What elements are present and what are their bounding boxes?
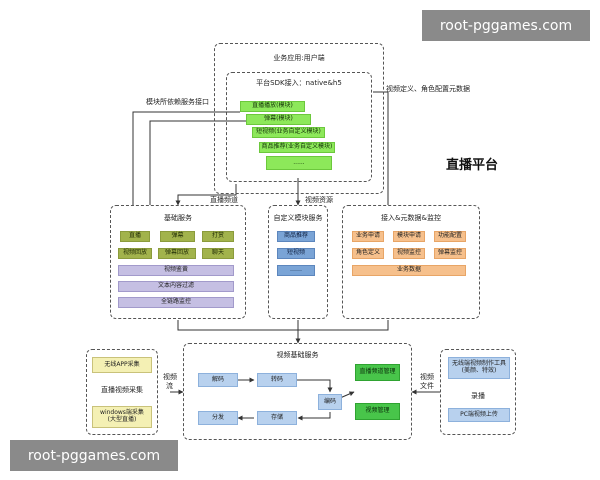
basic-danmaku: 弹幕 xyxy=(160,231,195,242)
vf-video-mgmt: 视频管理 xyxy=(355,403,400,420)
label-live-channel: 直播频道 xyxy=(210,196,238,204)
module-danmaku: 弹幕(模块) xyxy=(246,114,311,125)
module-more: ...... xyxy=(266,156,332,170)
access-module-apply: 模块申请 xyxy=(393,231,425,242)
basic-services-title: 基础服务 xyxy=(164,214,192,222)
platform-title: 直播平台 xyxy=(446,158,499,173)
basic-chat: 聊天 xyxy=(202,248,234,259)
custom-services-panel xyxy=(268,205,328,319)
access-video-monitor: 视频监控 xyxy=(393,248,425,259)
label-video-stream-2: 流 xyxy=(166,382,173,390)
watermark-top: root-pggames.com xyxy=(422,10,590,41)
basic-services-panel xyxy=(110,205,246,319)
access-role-define: 角色定义 xyxy=(352,248,384,259)
recording-panel xyxy=(440,349,516,435)
module-live-play: 直播播放(模块) xyxy=(240,101,305,112)
basic-full-monitor: 全链路监控 xyxy=(118,297,234,308)
collect-live-title: 直播视频采集 xyxy=(101,386,143,394)
label-module-interface: 模块所依赖服务接口 xyxy=(146,98,209,106)
label-video-stream-1: 视频 xyxy=(163,373,177,381)
basic-tip: 打赏 xyxy=(202,231,234,242)
record-tool-line2: (美颜、特效) xyxy=(461,367,497,374)
user-side-panel xyxy=(214,43,384,194)
video-foundation-panel xyxy=(183,343,412,440)
access-biz-data: 业务数据 xyxy=(352,265,466,276)
user-side-title: 业务应用:用户端 xyxy=(273,54,325,62)
sdk-title: 平台SDK接入：native&h5 xyxy=(256,79,342,87)
watermark-bottom: root-pggames.com xyxy=(10,440,178,471)
record-title: 录播 xyxy=(471,392,485,400)
access-feature-config: 功能配置 xyxy=(434,231,466,242)
custom-more: …… xyxy=(277,265,315,276)
basic-live: 直播 xyxy=(120,231,150,242)
vf-live-channel-mgmt: 直播频道管理 xyxy=(355,364,400,381)
collect-windows-line2: (大型直播) xyxy=(107,416,137,423)
label-video-resource: 视频资源 xyxy=(305,196,333,204)
video-foundation-title: 视频基础服务 xyxy=(276,351,319,359)
module-product-recommend: 商品推荐(业务自定义模块) xyxy=(259,142,335,153)
basic-video-porn-check: 视频鉴黄 xyxy=(118,265,234,276)
basic-text-filter: 文本内容过滤 xyxy=(118,281,234,292)
label-video-file-2: 文件 xyxy=(420,382,434,390)
sdk-panel xyxy=(226,72,372,182)
record-tool-line1: 无线端视频制作工具 xyxy=(451,360,506,368)
label-video-define: 视频定义、角色配置元数据 xyxy=(386,85,470,93)
access-panel xyxy=(342,205,480,319)
custom-short-video: 短视频 xyxy=(277,248,315,259)
vf-storage: 存储 xyxy=(257,411,297,425)
vf-decode: 解码 xyxy=(198,373,238,387)
basic-danmaku-replay: 弹幕回放 xyxy=(158,248,196,259)
vf-transcode: 转码 xyxy=(257,373,297,387)
access-biz-apply: 业务申请 xyxy=(352,231,384,242)
module-short-video: 短视频(业务自定义模块) xyxy=(252,127,325,138)
label-video-file-1: 视频 xyxy=(420,373,434,381)
access-title: 接入&元数据&监控 xyxy=(381,214,441,222)
custom-product-recommend: 商品推荐 xyxy=(277,231,315,242)
vf-encode: 编码 xyxy=(318,394,342,410)
collect-windows: windows端采集 (大型直播) xyxy=(92,406,152,428)
collection-panel xyxy=(86,349,158,435)
vf-distribute: 分发 xyxy=(198,411,238,425)
record-tool: 无线端视频制作工具 (美颜、特效) xyxy=(448,357,510,379)
basic-video-replay: 视频回放 xyxy=(118,248,152,259)
access-danmaku-monitor: 弹幕监控 xyxy=(434,248,466,259)
custom-services-title: 自定义模块服务 xyxy=(273,214,323,222)
record-pc-upload: PC端视频上传 xyxy=(448,408,510,422)
collect-app: 无线APP采集 xyxy=(92,357,152,373)
collect-windows-line1: windows端采集 xyxy=(100,409,144,417)
